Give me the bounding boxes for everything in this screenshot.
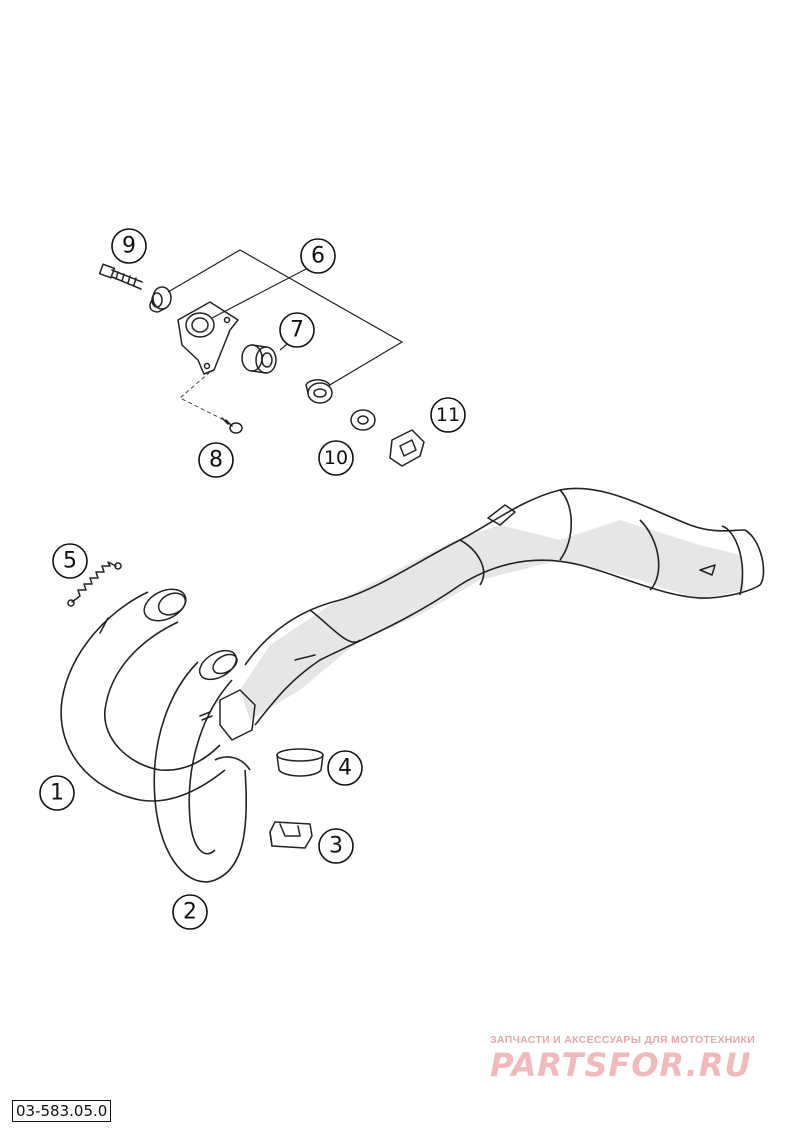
callout-9: 9 bbox=[111, 228, 147, 264]
callout-5: 5 bbox=[52, 543, 88, 579]
washer-part bbox=[350, 409, 376, 431]
spring-part bbox=[67, 561, 122, 607]
clamp-ring-part bbox=[276, 748, 324, 777]
clamp-part bbox=[269, 821, 313, 849]
callout-2: 2 bbox=[172, 894, 208, 930]
watermark-logo: PARTSFOR.RU bbox=[490, 1046, 752, 1084]
leader-lines bbox=[167, 249, 404, 421]
callout-4-label: 4 bbox=[338, 756, 352, 781]
callout-8-label: 8 bbox=[209, 448, 223, 473]
callout-10-label: 10 bbox=[324, 447, 348, 469]
callout-1-label: 1 bbox=[50, 781, 64, 806]
callout-10: 10 bbox=[318, 440, 354, 476]
bracket-part bbox=[177, 301, 239, 375]
callout-11-label: 11 bbox=[436, 404, 460, 426]
callout-9-label: 9 bbox=[122, 234, 136, 259]
exhaust-mid-pipe bbox=[240, 487, 765, 726]
callout-6-label: 6 bbox=[311, 244, 325, 269]
watermark-caption: ЗАПЧАСТИ И АКСЕССУАРЫ ДЛЯ МОТОТЕХНИКИ bbox=[490, 1034, 756, 1046]
lower-bushing-part bbox=[305, 379, 333, 404]
clip-nut-part bbox=[389, 429, 425, 467]
screw-part bbox=[221, 417, 243, 434]
callout-3: 3 bbox=[318, 828, 354, 864]
bolt-part bbox=[98, 263, 143, 290]
callout-7-label: 7 bbox=[290, 318, 304, 343]
grommet-part bbox=[241, 344, 277, 374]
callout-1: 1 bbox=[39, 775, 75, 811]
callout-2-label: 2 bbox=[183, 900, 197, 925]
callout-7: 7 bbox=[279, 312, 315, 348]
callout-11: 11 bbox=[430, 397, 466, 433]
callout-8: 8 bbox=[198, 442, 234, 478]
callout-5-label: 5 bbox=[63, 549, 77, 574]
callout-6: 6 bbox=[300, 238, 336, 274]
bushing-part bbox=[149, 286, 172, 313]
document-code: 03-583.05.0 bbox=[12, 1100, 112, 1122]
header-pipe-2 bbox=[153, 649, 256, 883]
callout-3-label: 3 bbox=[329, 834, 343, 859]
callout-4: 4 bbox=[327, 750, 363, 786]
header-pipe-1 bbox=[60, 588, 226, 802]
